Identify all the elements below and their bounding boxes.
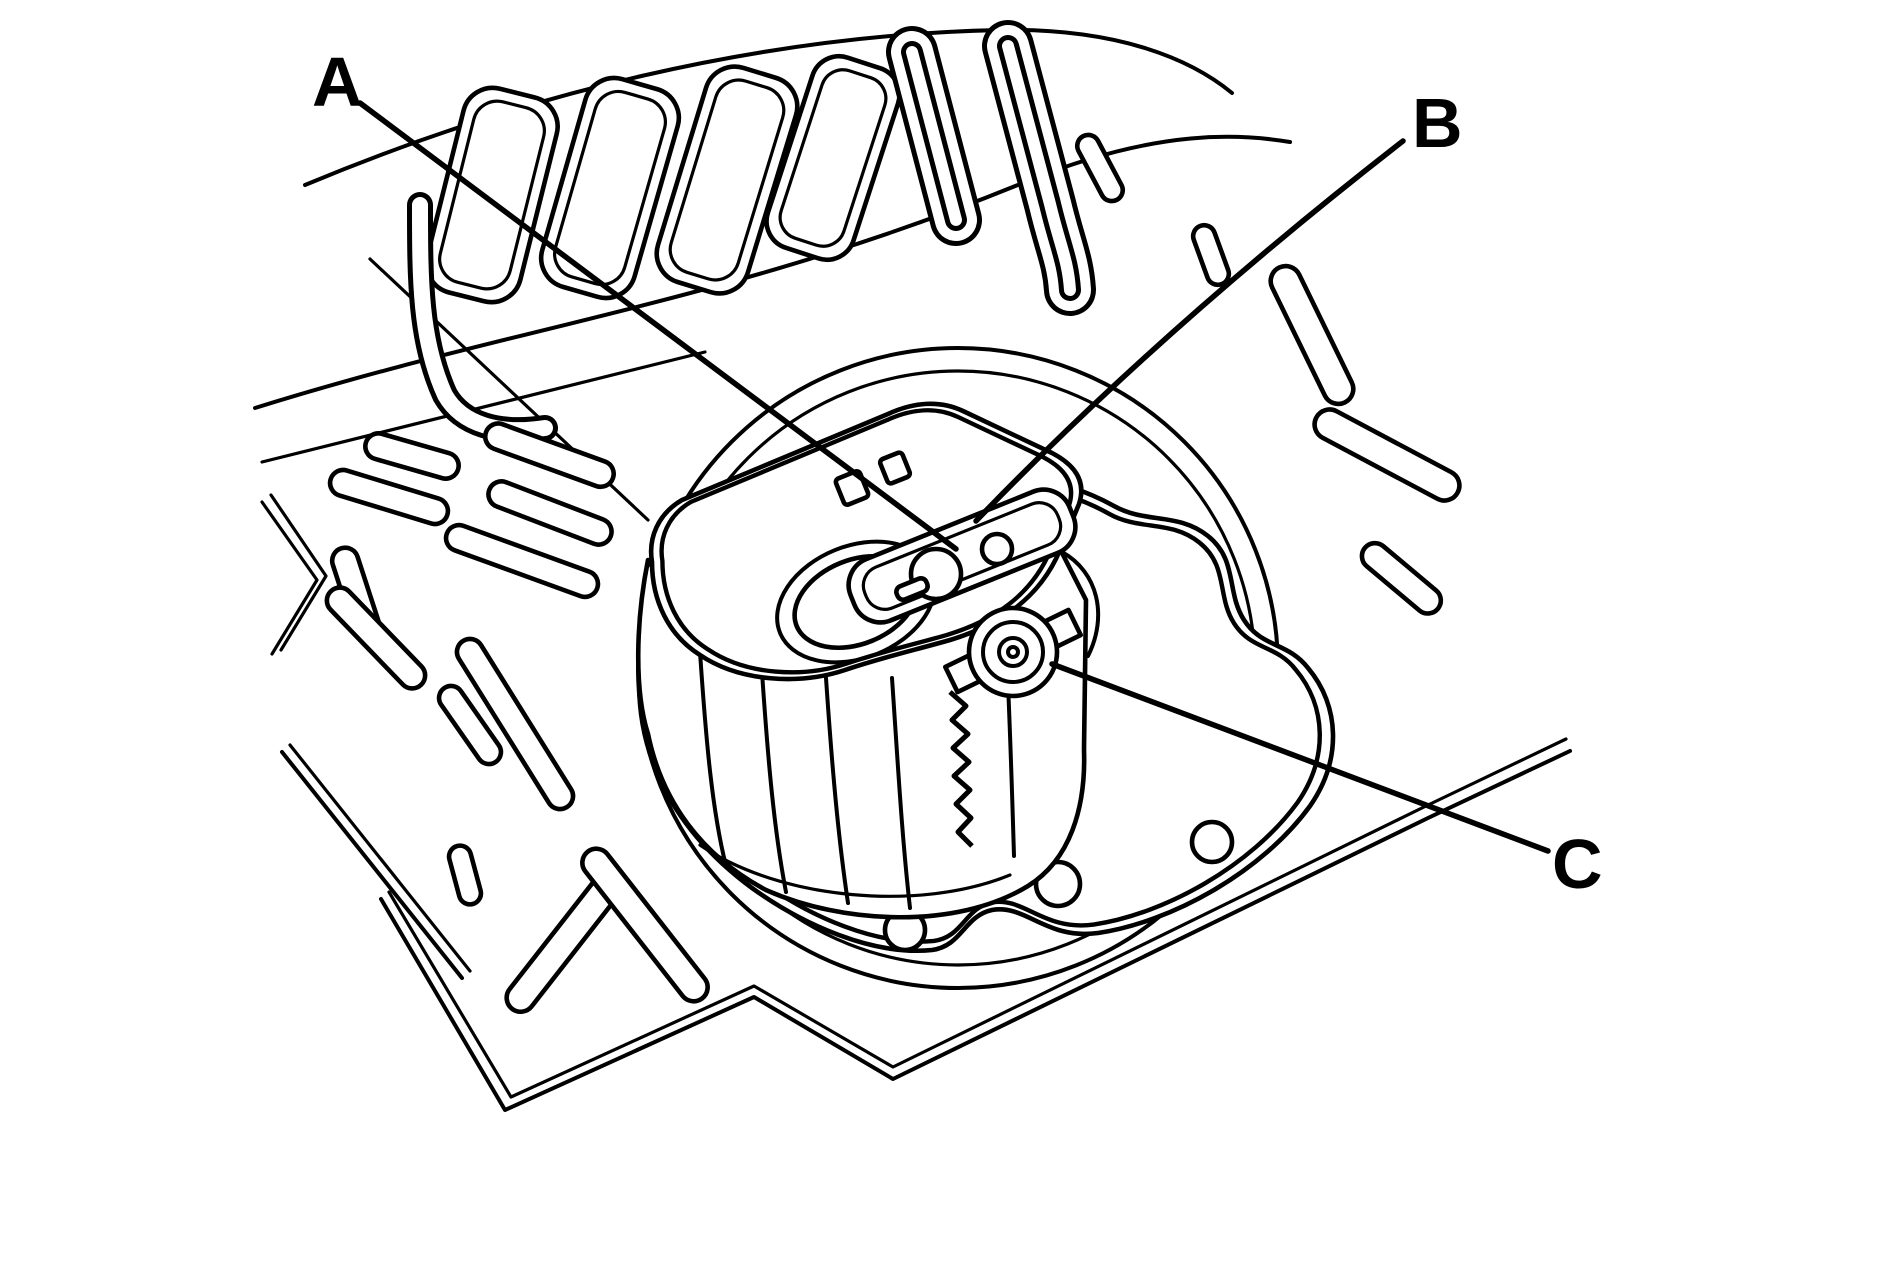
leader-line-a — [357, 100, 959, 552]
callout-label-a: A — [312, 43, 363, 121]
sensor-module — [635, 401, 1101, 920]
bracket-key-slot — [894, 576, 930, 602]
stamped-ribs — [324, 132, 1462, 1015]
gasket-hole — [1189, 819, 1235, 865]
leader-line-b — [973, 138, 1406, 524]
callout-label-c: C — [1552, 825, 1603, 903]
bracket-hole-small — [979, 531, 1015, 567]
hat-channel-ribs — [886, 20, 1096, 316]
module-label-scribble — [948, 690, 974, 848]
chevron-seam — [260, 493, 328, 656]
panel-edges — [280, 737, 1572, 1112]
leader-line-c — [1049, 661, 1551, 854]
crossmember-slots — [424, 53, 902, 305]
callouts: A B C — [312, 43, 1603, 903]
callout-label-b: B — [1412, 84, 1463, 162]
bracket-clip — [877, 450, 913, 486]
mounting-bolt — [942, 550, 1101, 699]
